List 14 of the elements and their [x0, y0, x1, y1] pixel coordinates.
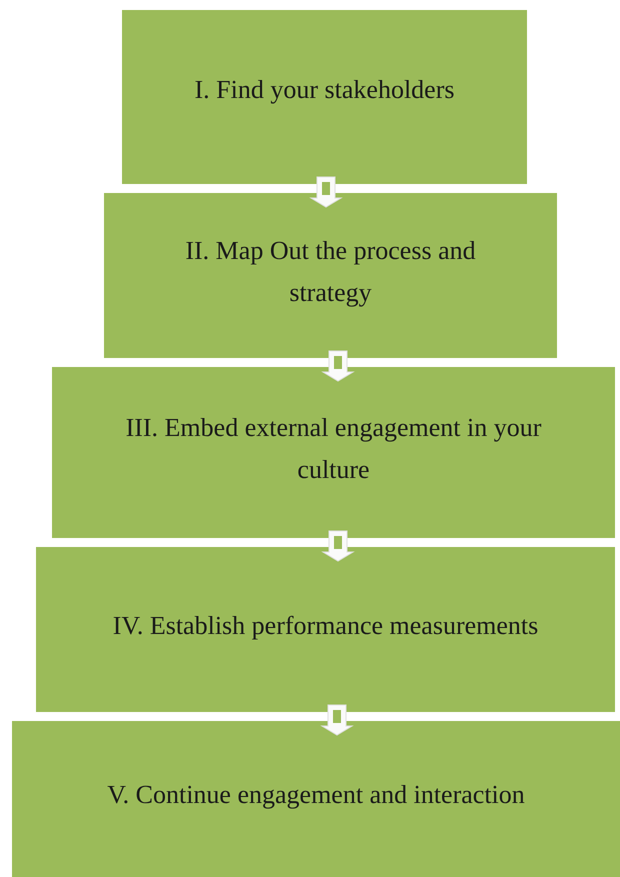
step-label: IV. Establish performance measurements: [112, 610, 540, 642]
block-arrow: [309, 176, 343, 208]
step-box: [52, 367, 615, 538]
step-label: I. Find your stakeholders: [194, 74, 456, 106]
step-box: [36, 547, 615, 712]
block-arrow: [321, 350, 355, 382]
block-arrow: [321, 530, 355, 562]
block-arrow: [320, 704, 354, 736]
step-box: [104, 193, 557, 358]
step-label: II. Map Out the process and strategy: [184, 234, 477, 309]
step-label: V. Continue engagement and interaction: [106, 779, 526, 811]
step-box: [122, 10, 527, 184]
step-label: III. Embed external engagement in your culture: [124, 412, 542, 486]
step-box: [12, 721, 620, 877]
